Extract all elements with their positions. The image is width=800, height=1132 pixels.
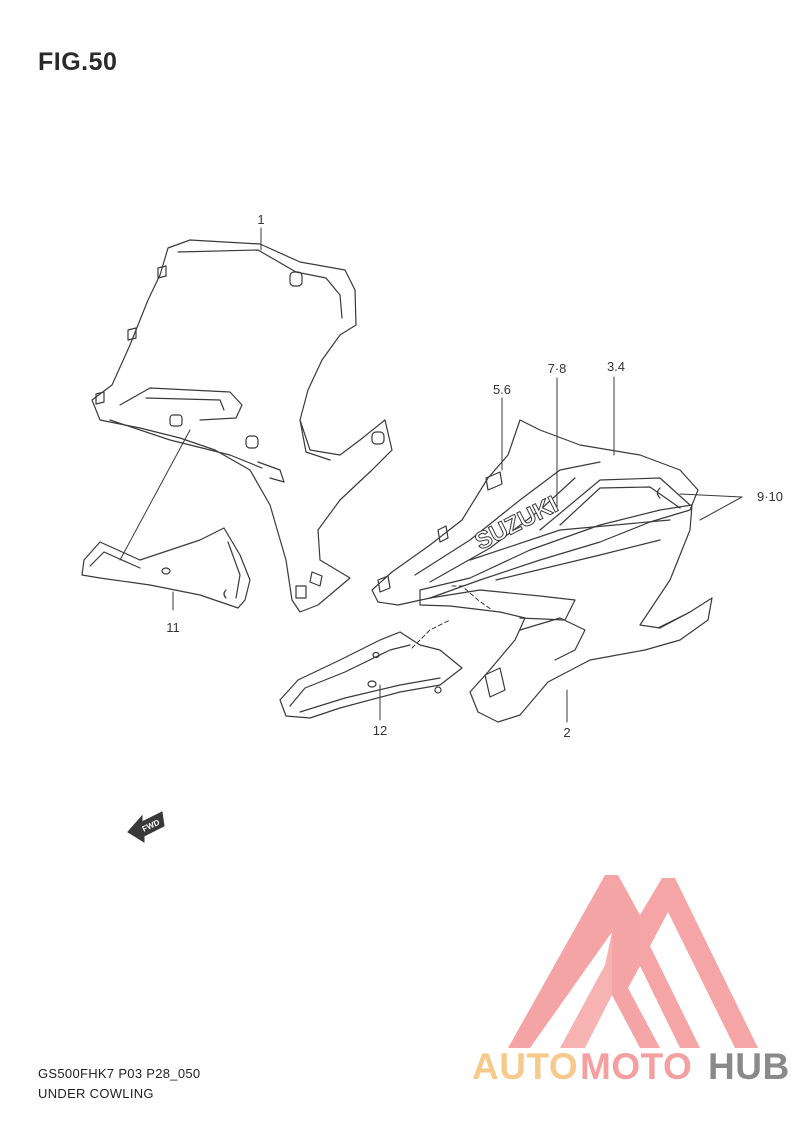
hidden-lines bbox=[411, 585, 493, 649]
part-1-inner-panel bbox=[91, 239, 393, 613]
callout-3-4: 3.4 bbox=[607, 359, 625, 374]
callout-9-10: 9·10 bbox=[757, 489, 783, 504]
model-code: GS500FHK7 P03 P28_050 bbox=[38, 1066, 201, 1081]
callout-7-8: 7·8 bbox=[548, 361, 567, 376]
watermark-logo-icon bbox=[508, 875, 758, 1048]
callout-12: 12 bbox=[373, 723, 387, 738]
callout-1: 1 bbox=[257, 212, 264, 227]
part-2-side-cowling bbox=[419, 504, 713, 723]
part-3-4-side-panel bbox=[371, 419, 699, 606]
leader-lines bbox=[119, 227, 743, 723]
callout-2: 2 bbox=[563, 725, 570, 740]
watermark-word-auto: AUTO bbox=[472, 1046, 579, 1087]
watermark-word-hub: HUB bbox=[708, 1046, 790, 1087]
callout-11: 11 bbox=[166, 620, 180, 635]
watermark-word-moto: MOTO bbox=[580, 1046, 693, 1087]
section-title: UNDER COWLING bbox=[38, 1086, 154, 1101]
part-12-lower-bracket bbox=[279, 631, 463, 719]
callout-5-6: 5.6 bbox=[493, 382, 511, 397]
part-11-lower-bracket bbox=[81, 527, 251, 609]
forward-arrow-icon: FWD bbox=[127, 811, 165, 843]
figure-title: FIG.50 bbox=[38, 48, 118, 76]
